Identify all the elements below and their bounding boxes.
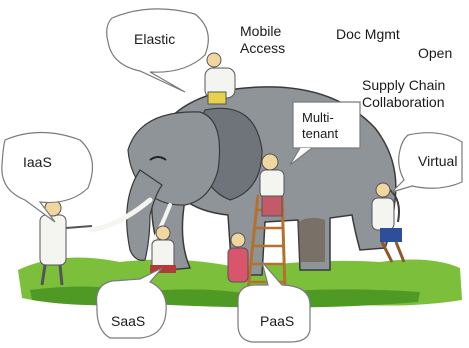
label-supply-chain-collaboration: Supply Chain Collaboration — [362, 77, 446, 110]
label-mobile-access: Mobile Access — [240, 23, 286, 56]
label-saas: SaaS — [111, 313, 146, 329]
ladder-icon — [246, 194, 287, 291]
label-virtual: Virtual — [418, 153, 458, 169]
label-iaas: IaaS — [23, 154, 52, 170]
label-doc-mgmt: Doc Mgmt — [336, 26, 400, 42]
label-multi-tenant: Multi- tenant — [302, 110, 339, 141]
label-open: Open — [418, 45, 453, 61]
blind-men-icon — [39, 52, 406, 286]
label-elastic: Elastic — [134, 31, 176, 47]
label-paas: PaaS — [260, 313, 295, 329]
speech-bubble-icon — [1, 8, 463, 343]
